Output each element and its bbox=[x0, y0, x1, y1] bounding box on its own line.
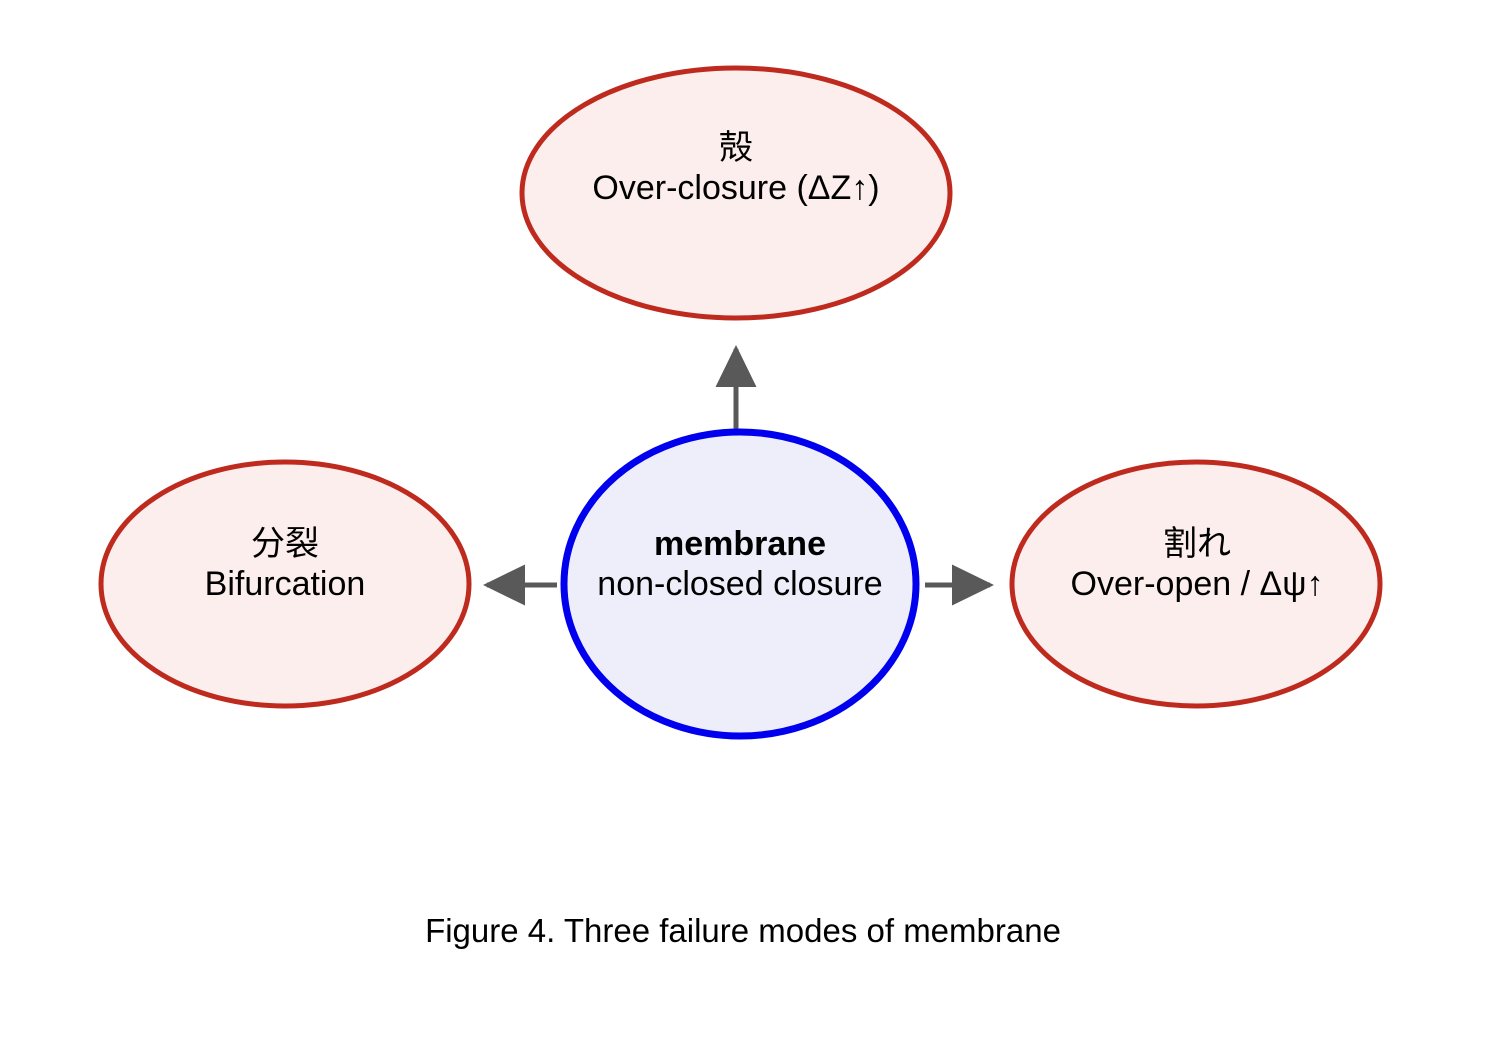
edge-layer bbox=[482, 344, 995, 606]
figure-caption: Figure 4. Three failure modes of membran… bbox=[425, 912, 1061, 949]
node-shape-bifurcation[interactable] bbox=[98, 459, 472, 709]
node-shape-membrane[interactable] bbox=[560, 428, 920, 740]
node-shape-over-closure[interactable] bbox=[519, 65, 953, 321]
node-layer bbox=[98, 65, 1383, 740]
node-shape-over-open[interactable] bbox=[1009, 459, 1383, 709]
